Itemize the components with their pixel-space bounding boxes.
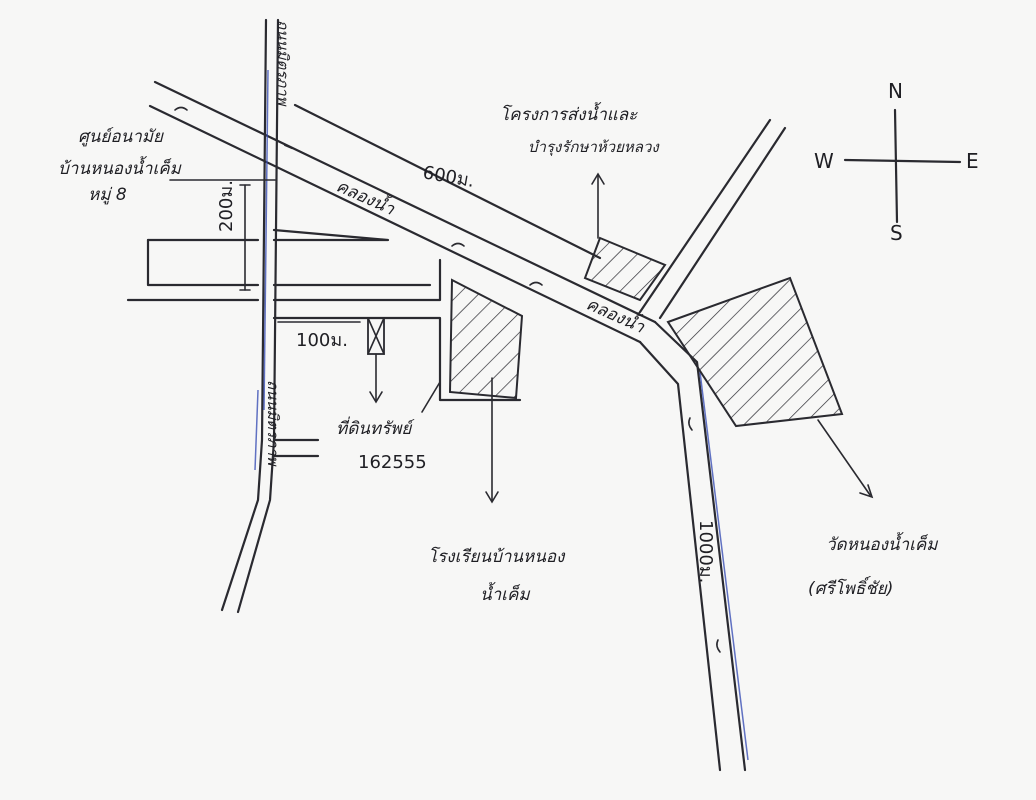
distance-600m-label: 600ม. (421, 162, 476, 192)
water-project-label-line1: โครงการส่งน้ำและ (500, 101, 638, 125)
compass-north-label: N (888, 79, 903, 103)
vertical-left-road (220, 18, 280, 614)
property-label: ที่ดินทรัพย์ (336, 416, 415, 439)
water-project-label-line2: บำรุงรักษาห้วยหลวง (528, 138, 660, 156)
school-label-line1: โรงเรียนบ้านหนอง (428, 546, 566, 567)
northeast-road (638, 118, 787, 320)
distance-1000m-label: 1000ม. (695, 520, 716, 583)
road-north-label: ถนนมิตรภาพ (274, 20, 292, 107)
health-center-label-line3: หมู่ 8 (88, 185, 127, 205)
temple-parcel (666, 276, 844, 428)
compass-west-label: W (814, 149, 834, 173)
main-diagonal-road (148, 80, 657, 344)
health-center-label-line1: ศูนย์อนามัย (78, 127, 164, 147)
compass-east-label: E (966, 149, 979, 173)
dimension-lines (169, 179, 361, 323)
health-center-label-line2: บ้านหนองน้ำเค็ม (58, 155, 182, 179)
label-arrows (421, 172, 874, 504)
school-parcel (448, 278, 524, 400)
distance-200m-label: 200ม. (216, 180, 237, 232)
water-project-parcel (583, 236, 667, 302)
distance-100m-label: 100ม. (296, 330, 348, 351)
road-south-label: ถนนมิตรภาพ (264, 380, 282, 467)
property-marker (367, 317, 385, 404)
school-label-line2: น้ำเค็ม (480, 581, 530, 605)
canal-label-1: คลองน้ำ (333, 173, 399, 220)
property-number: 162555 (358, 452, 427, 473)
temple-label-line1: วัดหนองน้ำเค็ม (826, 531, 938, 555)
side-streets (126, 228, 522, 458)
temple-label-line2: (ศรีโพธิ์ชัย) (808, 576, 893, 599)
compass-rose: N S W E (814, 79, 979, 245)
compass-south-label: S (890, 221, 903, 245)
